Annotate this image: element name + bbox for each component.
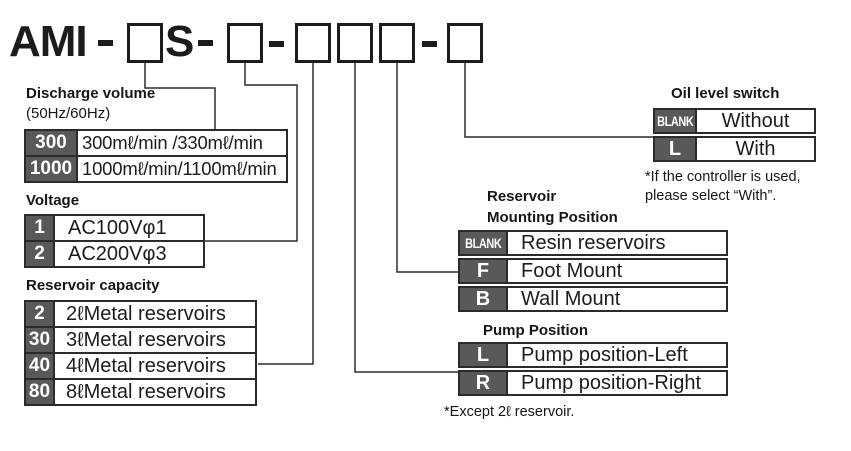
code-cell: 40 <box>26 354 55 378</box>
connector-capacity <box>258 63 314 365</box>
model-code-box-discharge <box>127 23 163 63</box>
table-row: 300 300mℓ/min /330mℓ/min <box>24 129 288 157</box>
code-cell: 2 <box>26 302 55 326</box>
voltage-table: 1 AC100Vφ1 2 AC200Vφ3 <box>24 214 205 268</box>
code-cell: 80 <box>26 380 55 404</box>
model-code-box-pump-position <box>337 23 373 63</box>
value-cell: 1000mℓ/min/1100mℓ/min <box>78 157 286 181</box>
value-cell: 2ℓMetal reservoirs <box>55 302 255 326</box>
value-cell: AC200Vφ3 <box>55 242 203 266</box>
code-cell: 2 <box>26 242 55 266</box>
code-cell: L <box>655 138 697 160</box>
table-row: 1 AC100Vφ1 <box>24 214 205 242</box>
reservoir-capacity-label: Reservoir capacity <box>26 277 160 294</box>
dash-separator <box>269 41 284 47</box>
mounting-position-table: BLANK Resin reservoirs F Foot Mount B Wa… <box>458 230 728 312</box>
table-row: 80 8ℓMetal reservoirs <box>24 378 257 406</box>
value-cell: Foot Mount <box>508 260 726 282</box>
value-cell: 3ℓMetal reservoirs <box>55 328 255 352</box>
table-row: 40 4ℓMetal reservoirs <box>24 352 257 380</box>
model-code-box-capacity <box>295 23 331 63</box>
table-row: L Pump position-Left <box>458 342 728 368</box>
code-cell: 1000 <box>26 157 78 181</box>
mounting-position-label: Reservoir Mounting Position <box>487 188 618 227</box>
table-row: 2 2ℓMetal reservoirs <box>24 300 257 328</box>
model-code-box-oil-level <box>447 23 483 63</box>
connector-voltage <box>205 63 298 242</box>
reservoir-capacity-table: 2 2ℓMetal reservoirs 30 3ℓMetal reservoi… <box>24 300 257 406</box>
code-cell: F <box>460 260 508 282</box>
code-cell: BLANK <box>460 232 508 254</box>
value-cell: 4ℓMetal reservoirs <box>55 354 255 378</box>
label-line: Mounting Position <box>487 209 618 226</box>
value-cell: Pump position-Right <box>508 372 726 394</box>
dash-separator <box>422 41 437 47</box>
oil-level-switch-label: Oil level switch <box>671 85 780 102</box>
pump-position-note: *Except 2ℓ reservoir. <box>444 404 575 420</box>
value-cell: Without <box>697 110 814 132</box>
value-cell: Resin reservoirs <box>508 232 726 254</box>
table-row: F Foot Mount <box>458 258 728 284</box>
code-cell: BLANK <box>655 110 697 132</box>
value-cell: Pump position-Left <box>508 344 726 366</box>
code-cell: 30 <box>26 328 55 352</box>
value-cell: AC100Vφ1 <box>55 216 203 240</box>
value-cell: 300mℓ/min /330mℓ/min <box>78 131 286 155</box>
model-code-box-mounting <box>379 23 415 63</box>
model-code-box-voltage <box>227 23 263 63</box>
value-cell: Wall Mount <box>508 288 726 310</box>
connector-pump-position <box>354 63 459 373</box>
note-line: please select “With”. <box>645 188 777 204</box>
code-cell: L <box>460 344 508 366</box>
dash-separator <box>98 40 113 46</box>
note-line: *If the controller is used, <box>645 169 801 185</box>
pump-position-label: Pump Position <box>483 322 588 339</box>
code-cell: 1 <box>26 216 55 240</box>
code-cell: B <box>460 288 508 310</box>
oil-level-switch-table: BLANK Without L With <box>653 108 816 162</box>
table-row: 2 AC200Vφ3 <box>24 240 205 268</box>
voltage-label: Voltage <box>26 192 80 209</box>
discharge-volume-sublabel: (50Hz/60Hz) <box>26 105 111 122</box>
table-row: 30 3ℓMetal reservoirs <box>24 326 257 354</box>
model-fixed-code: S <box>165 17 194 66</box>
table-row: B Wall Mount <box>458 286 728 312</box>
code-cell: 300 <box>26 131 78 155</box>
connector-discharge <box>144 63 216 129</box>
oil-level-switch-note: *If the controller is used, please selec… <box>645 168 801 206</box>
value-cell: 8ℓMetal reservoirs <box>55 380 255 404</box>
table-row: 1000 1000mℓ/min/1100mℓ/min <box>24 155 288 183</box>
dash-separator <box>198 40 213 46</box>
value-cell: With <box>697 138 814 160</box>
discharge-volume-table: 300 300mℓ/min /330mℓ/min 1000 1000mℓ/min… <box>24 129 288 183</box>
connector-mounting <box>396 63 459 273</box>
table-row: BLANK Resin reservoirs <box>458 230 728 256</box>
label-line: Reservoir <box>487 188 557 205</box>
discharge-volume-label: Discharge volume <box>26 85 156 102</box>
table-row: L With <box>653 136 816 162</box>
blank-code-label: BLANK <box>656 113 694 129</box>
blank-code-label: BLANK <box>464 235 502 251</box>
pump-position-table: L Pump position-Left R Pump position-Rig… <box>458 342 728 396</box>
connector-oil-level <box>464 63 654 138</box>
table-row: R Pump position-Right <box>458 370 728 396</box>
code-cell: R <box>460 372 508 394</box>
model-prefix: AMI <box>9 17 88 66</box>
table-row: BLANK Without <box>653 108 816 134</box>
